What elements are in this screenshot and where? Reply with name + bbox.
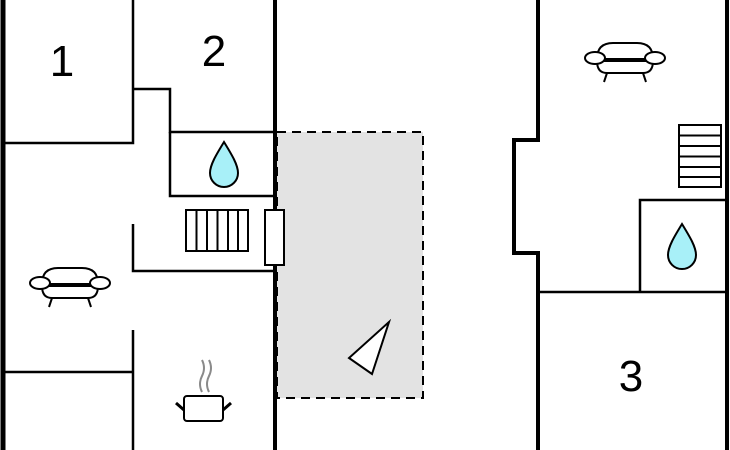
wall-room-1 [3,0,135,145]
stairs-icon [678,124,722,188]
wall-bathroom-right [638,198,727,292]
room-label-2: 2 [202,27,226,76]
water-drop-icon [666,222,698,270]
terrace-area [276,131,424,399]
wall-stair-hall [131,224,275,273]
room-label-1: 1 [50,37,74,86]
stairs-icon [185,209,249,252]
wall-bathroom-left [168,132,275,198]
north-arrow-icon [347,318,392,376]
wall-room-2 [133,87,275,134]
door-frame [264,209,285,266]
room-label-3: 3 [619,352,643,401]
wall-center-right [512,0,540,450]
sofa-icon [29,267,111,308]
sofa-icon [584,42,666,83]
cooking-pot-icon [175,359,232,422]
water-drop-icon [208,140,240,188]
